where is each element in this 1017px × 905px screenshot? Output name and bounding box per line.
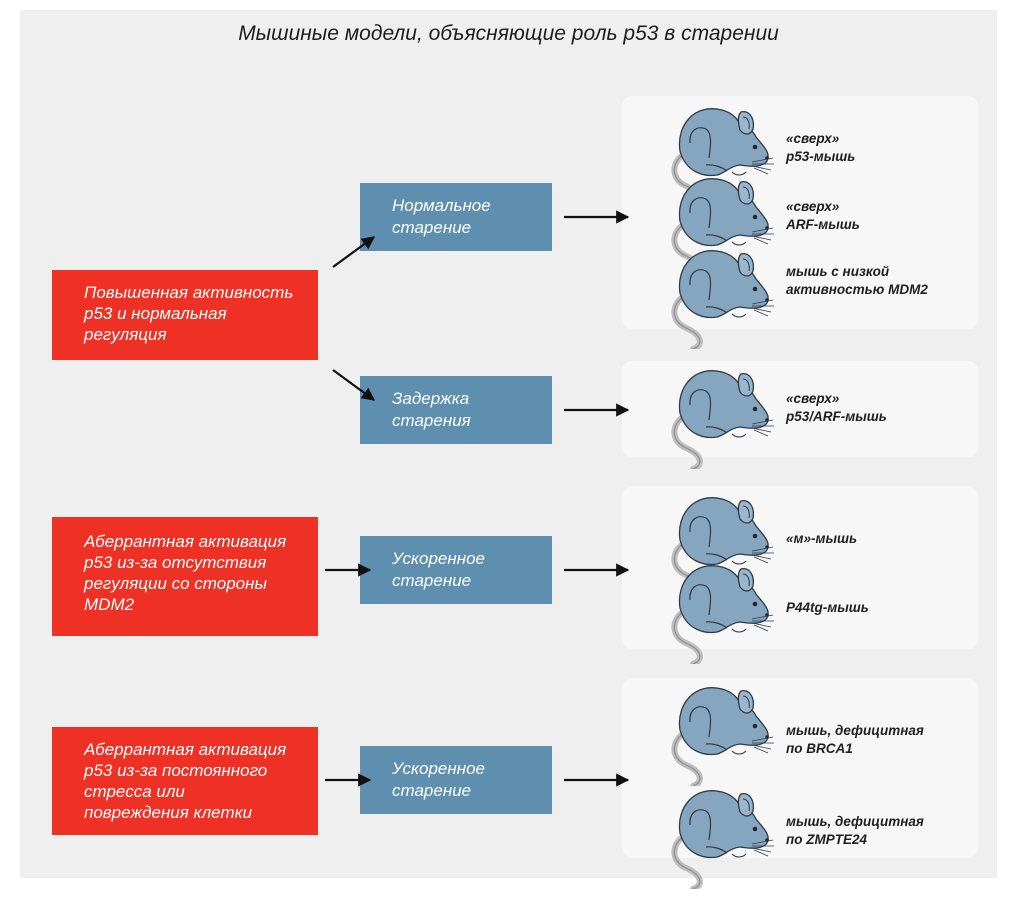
- mouse-label: «сверх» p53-мышь: [786, 130, 855, 166]
- outcome-text-line: старения: [392, 411, 471, 430]
- mouse-label-line: мышь с низкой: [786, 264, 890, 279]
- outcome-box-accelerated-aging: Ускоренное старение: [360, 536, 552, 604]
- outcome-text-line: Ускоренное: [392, 759, 486, 778]
- mouse-label-line: P44tg-мышь: [786, 600, 869, 615]
- mouse-label-line: мышь, дефицитная: [786, 814, 924, 829]
- cause-box-increased-activity: Повышенная активность p53 и нормальная р…: [52, 270, 318, 360]
- cause-text-line: Аберрантная активация: [84, 740, 287, 759]
- outcome-text-line: старение: [392, 781, 472, 800]
- arrow-right-icon: [332, 369, 376, 401]
- mouse-label-line: «м»-мышь: [786, 531, 858, 546]
- cause-text-line: регуляция: [84, 325, 167, 344]
- cause-box-stress: Аберрантная активация p53 из-за постоянн…: [52, 727, 318, 835]
- cause-text-line: регуляции со стороны: [84, 574, 267, 593]
- mouse-label: «сверх» ARF-мышь: [786, 198, 860, 234]
- mouse-label: P44tg-мышь: [786, 599, 869, 617]
- outcome-text-line: старение: [392, 571, 472, 590]
- cause-text-line: повреждения клетки: [84, 803, 253, 822]
- mouse-label: «сверх» p53/ARF-мышь: [786, 390, 887, 426]
- arrow-right-icon: [332, 236, 376, 268]
- mouse-panel-no-mdm2: [622, 486, 978, 649]
- outcome-text-line: Задержка: [392, 389, 470, 408]
- mouse-label: «м»-мышь: [786, 530, 857, 548]
- mouse-label-line: p53/ARF-мышь: [786, 409, 887, 424]
- mouse-label-line: по BRCA1: [786, 741, 853, 756]
- outcome-text-line: старение: [392, 218, 472, 237]
- mouse-label-line: p53-мышь: [786, 149, 856, 164]
- mouse-label: мышь, дефицитная по ZMPTE24: [786, 813, 924, 849]
- mouse-label-line: «сверх»: [786, 199, 840, 214]
- mouse-label: мышь, дефицитная по BRCA1: [786, 722, 924, 758]
- mouse-label: мышь с низкой активностью MDM2: [786, 263, 928, 299]
- mouse-label-line: по ZMPTE24: [786, 832, 868, 847]
- outcome-text-line: Нормальное: [392, 196, 491, 215]
- cause-text-line: Повышенная активность: [84, 283, 294, 302]
- mouse-label-line: активностью MDM2: [786, 282, 928, 297]
- mouse-label-line: ARF-мышь: [786, 217, 860, 232]
- cause-text-line: p53 и нормальная: [84, 304, 227, 323]
- mouse-label-line: мышь, дефицитная: [786, 723, 924, 738]
- cause-box-no-mdm2: Аберрантная активация p53 из-за отсутств…: [52, 517, 318, 636]
- cause-text-line: стресса или: [84, 782, 185, 801]
- cause-text-line: Аберрантная активация: [84, 532, 287, 551]
- outcome-box-accelerated-aging: Ускоренное старение: [360, 746, 552, 814]
- cause-text-line: MDM2: [84, 595, 135, 614]
- outcome-text-line: Ускоренное: [392, 549, 486, 568]
- diagram-title: Мышиные модели, объясняющие роль p53 в с…: [238, 22, 779, 45]
- outcome-box-normal-aging: Нормальное старение: [360, 183, 552, 251]
- outcome-box-delayed-aging: Задержка старения: [360, 376, 552, 444]
- mouse-label-line: «сверх»: [786, 131, 840, 146]
- cause-text-line: p53 из-за отсутствия: [84, 553, 267, 572]
- cause-text-line: p53 из-за постоянного: [84, 761, 268, 780]
- mouse-label-line: «сверх»: [786, 391, 840, 406]
